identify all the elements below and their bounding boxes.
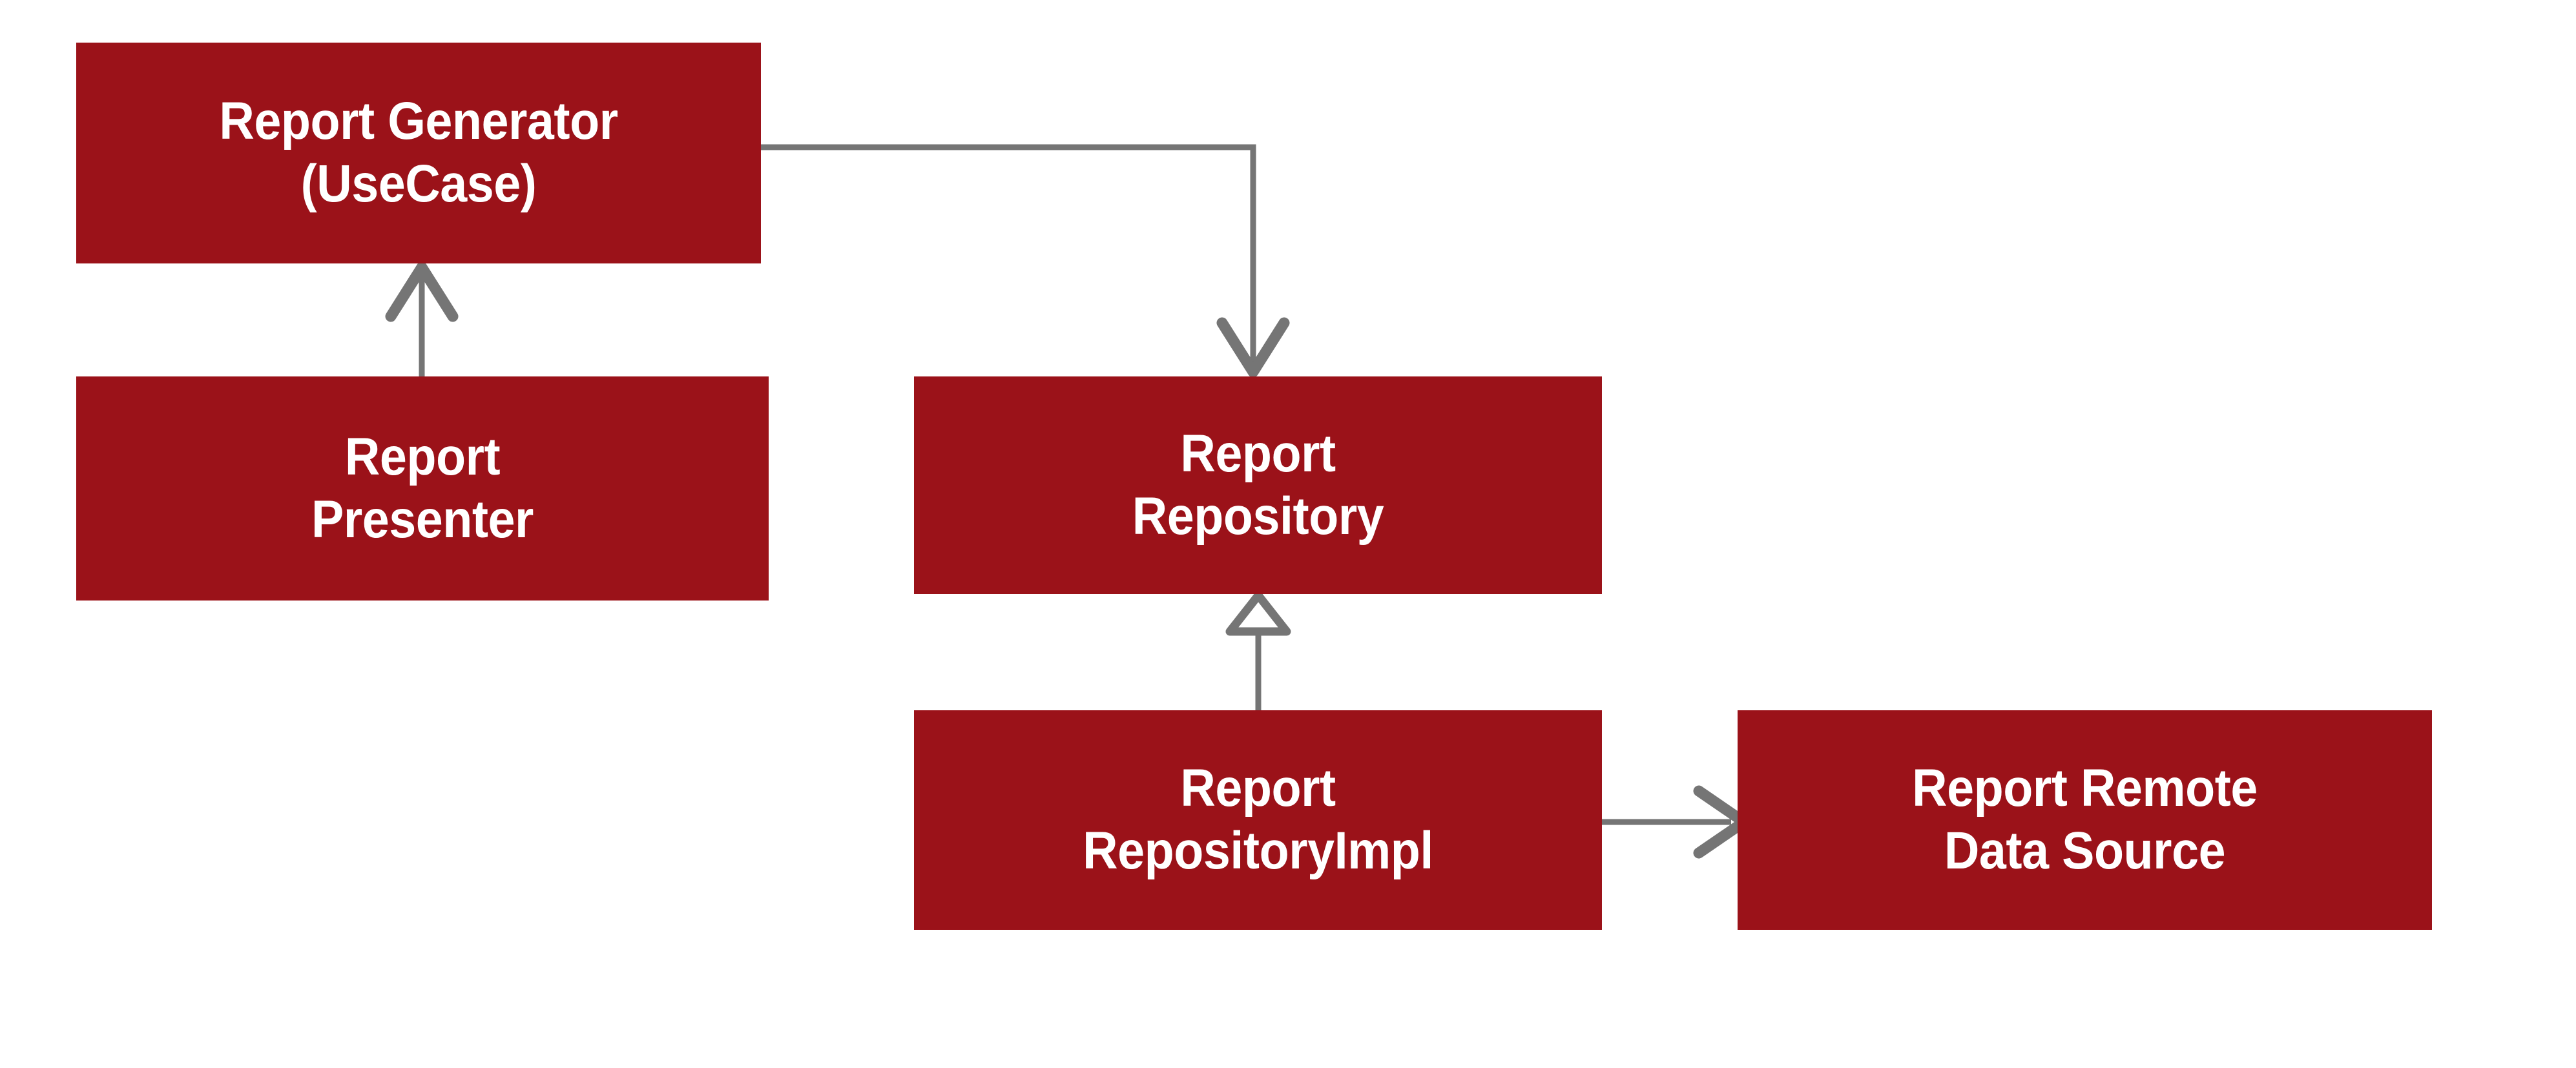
node-label: Report Presenter	[311, 427, 534, 549]
node-report-repository-impl[interactable]: Report RepositoryImpl	[914, 710, 1602, 930]
node-report-repository[interactable]: Report Repository	[914, 376, 1602, 594]
connector-presenter-to-generator	[385, 262, 459, 376]
hollow-triangle-arrowhead-icon	[1225, 591, 1291, 636]
connector-line	[761, 144, 1256, 365]
node-label: Report RepositoryImpl	[1083, 759, 1433, 880]
node-report-remote-data-source[interactable]: Report Remote Data Source	[1738, 710, 2432, 930]
node-label: Report Remote Data Source	[1912, 759, 2258, 880]
node-report-presenter[interactable]: Report Presenter	[76, 376, 769, 601]
connector-generator-to-repository	[761, 144, 1290, 378]
node-report-generator-usecase[interactable]: Report Generator (UseCase)	[76, 43, 761, 263]
node-label: Report Generator (UseCase)	[219, 92, 618, 213]
node-label: Report Repository	[1132, 424, 1384, 546]
open-v-arrowhead-icon	[385, 262, 459, 322]
open-v-arrowhead-icon	[1216, 317, 1290, 378]
connector-repository-impl-to-repository	[1225, 591, 1291, 710]
connector-repository-impl-to-remote-data-source	[1602, 785, 1750, 859]
